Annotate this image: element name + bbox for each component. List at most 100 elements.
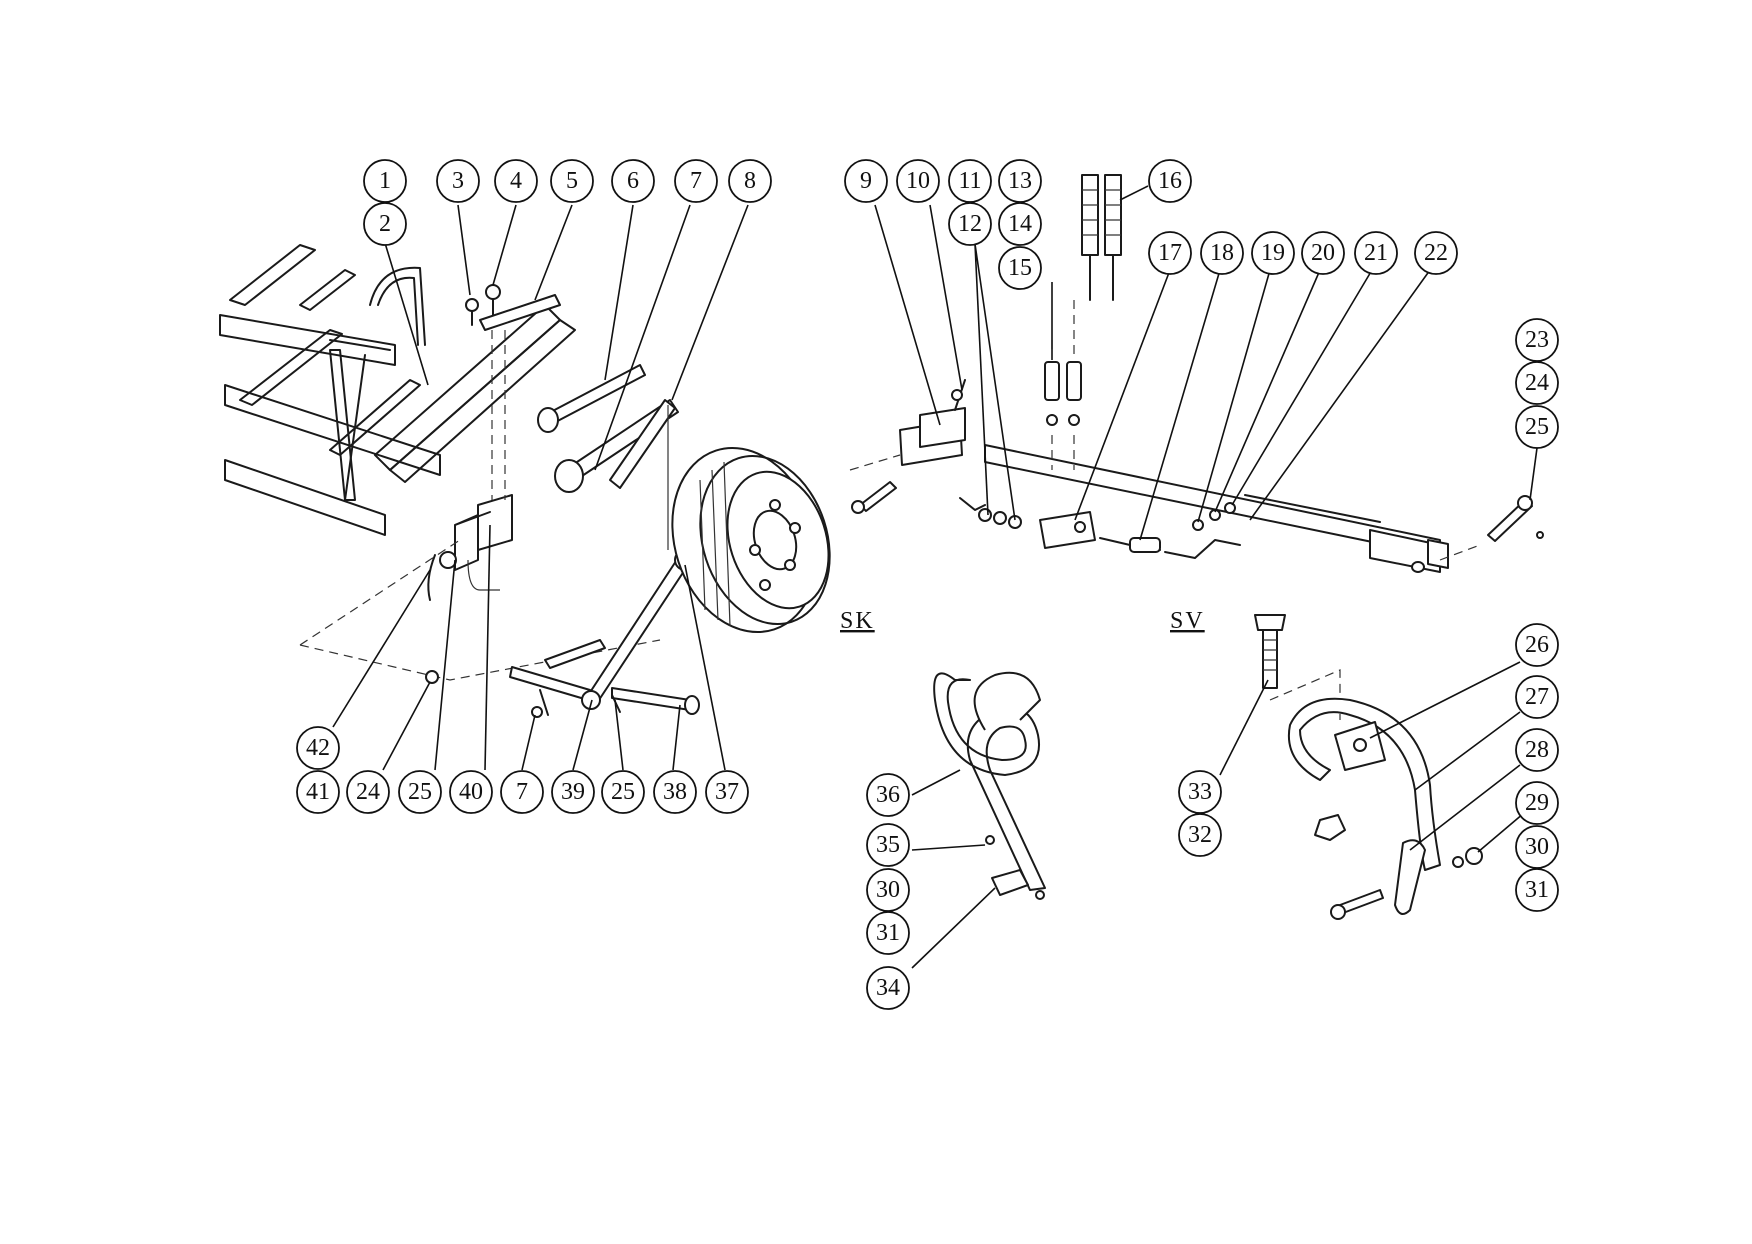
callout-30-sk: 30 <box>866 868 910 912</box>
callout-29: 29 <box>1515 781 1559 825</box>
frame-assembly <box>219 244 661 684</box>
svg-text:16: 16 <box>1158 168 1182 194</box>
svg-text:24: 24 <box>356 779 380 805</box>
callout-12: 12 <box>948 202 992 246</box>
svg-text:32: 32 <box>1188 822 1212 848</box>
svg-text:8: 8 <box>744 168 756 194</box>
svg-text:7: 7 <box>516 779 528 805</box>
callout-24-bottom: 24 <box>346 770 390 814</box>
callout-11: 11 <box>948 159 992 203</box>
section-label-sk: SK <box>840 608 875 634</box>
callout-37: 37 <box>705 770 749 814</box>
wheel-arm-assembly <box>509 364 700 718</box>
svg-text:24: 24 <box>1525 370 1549 396</box>
hydraulic-beam-assembly <box>849 174 1544 573</box>
callout-22: 22 <box>1414 231 1458 275</box>
svg-text:7: 7 <box>690 168 702 194</box>
callout-13: 13 <box>998 159 1042 203</box>
svg-text:13: 13 <box>1008 168 1032 194</box>
callout-17: 17 <box>1148 231 1192 275</box>
svg-text:40: 40 <box>459 779 483 805</box>
callout-18: 18 <box>1200 231 1244 275</box>
svg-text:20: 20 <box>1311 240 1335 266</box>
section-label-sv: SV <box>1170 608 1205 634</box>
callout-25-bottom-2: 25 <box>601 770 645 814</box>
svg-text:25: 25 <box>408 779 432 805</box>
svg-text:34: 34 <box>876 975 900 1001</box>
callout-3: 3 <box>436 159 480 203</box>
svg-text:38: 38 <box>663 779 687 805</box>
callout-41: 41 <box>296 770 340 814</box>
svg-text:30: 30 <box>1525 834 1549 860</box>
callout-6: 6 <box>611 159 655 203</box>
callout-31-sv: 31 <box>1515 868 1559 912</box>
callout-33: 33 <box>1178 770 1222 814</box>
callout-2: 2 <box>363 202 407 246</box>
svg-text:31: 31 <box>876 920 900 946</box>
callout-15: 15 <box>998 246 1042 290</box>
svg-text:36: 36 <box>876 782 900 808</box>
callout-9: 9 <box>844 159 888 203</box>
callout-28: 28 <box>1515 728 1559 772</box>
sk-tine-drawing <box>933 671 1046 900</box>
svg-text:33: 33 <box>1188 779 1212 805</box>
svg-text:35: 35 <box>876 832 900 858</box>
callout-27: 27 <box>1515 675 1559 719</box>
svg-text:18: 18 <box>1210 240 1234 266</box>
callout-39: 39 <box>551 770 595 814</box>
svg-text:27: 27 <box>1525 684 1549 710</box>
svg-text:42: 42 <box>306 735 330 761</box>
callout-14: 14 <box>998 202 1042 246</box>
callout-34: 34 <box>866 966 910 1010</box>
callout-30-sv: 30 <box>1515 825 1559 869</box>
svg-text:15: 15 <box>1008 255 1032 281</box>
callout-24: 24 <box>1515 361 1559 405</box>
svg-text:3: 3 <box>452 168 464 194</box>
callout-23: 23 <box>1515 318 1559 362</box>
svg-text:23: 23 <box>1525 327 1549 353</box>
callout-36: 36 <box>866 773 910 817</box>
svg-text:4: 4 <box>510 168 522 194</box>
svg-text:28: 28 <box>1525 737 1549 763</box>
callout-1: 1 <box>363 159 407 203</box>
svg-text:39: 39 <box>561 779 585 805</box>
svg-text:41: 41 <box>306 779 330 805</box>
svg-text:14: 14 <box>1008 211 1032 237</box>
callout-10: 10 <box>896 159 940 203</box>
callout-31-sk: 31 <box>866 911 910 955</box>
svg-text:31: 31 <box>1525 877 1549 903</box>
callout-21: 21 <box>1354 231 1398 275</box>
callout-19: 19 <box>1251 231 1295 275</box>
svg-text:21: 21 <box>1364 240 1388 266</box>
callout-35: 35 <box>866 823 910 867</box>
svg-text:29: 29 <box>1525 790 1549 816</box>
callout-7-bottom: 7 <box>500 770 544 814</box>
svg-text:9: 9 <box>860 168 872 194</box>
svg-text:19: 19 <box>1261 240 1285 266</box>
svg-text:26: 26 <box>1525 632 1549 658</box>
svg-text:25: 25 <box>1525 414 1549 440</box>
callout-7: 7 <box>674 159 718 203</box>
callout-25: 25 <box>1515 405 1559 449</box>
leader-lines <box>332 185 1538 969</box>
callout-26: 26 <box>1515 623 1559 667</box>
callout-38: 38 <box>653 770 697 814</box>
callout-40: 40 <box>449 770 493 814</box>
svg-text:30: 30 <box>876 877 900 903</box>
callout-42: 42 <box>296 726 340 770</box>
callout-16: 16 <box>1148 159 1192 203</box>
callout-8: 8 <box>728 159 772 203</box>
svg-text:17: 17 <box>1158 240 1182 266</box>
wheel <box>671 447 831 633</box>
svg-text:12: 12 <box>958 211 982 237</box>
svg-text:6: 6 <box>627 168 639 194</box>
callout-balloons: 1 2 3 4 5 6 7 8 9 10 11 12 13 14 15 16 1… <box>296 159 1559 1010</box>
callout-32: 32 <box>1178 813 1222 857</box>
svg-text:5: 5 <box>566 168 578 194</box>
svg-text:37: 37 <box>715 779 739 805</box>
svg-text:2: 2 <box>379 211 391 237</box>
svg-text:10: 10 <box>906 168 930 194</box>
svg-text:25: 25 <box>611 779 635 805</box>
